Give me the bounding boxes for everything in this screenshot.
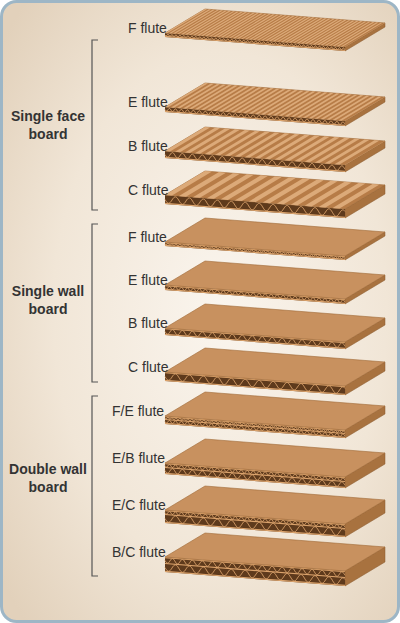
- flute-ridge: [235, 132, 280, 156]
- flute-label: F/E flute: [112, 402, 164, 420]
- flute-ridge: [245, 133, 290, 157]
- sheet-top: [165, 392, 385, 430]
- flute-ridge: [334, 140, 379, 164]
- sheet-top: [165, 171, 385, 209]
- board-sheet: [165, 83, 385, 126]
- board-sheet: [165, 486, 385, 537]
- flute-ridge: [225, 132, 270, 156]
- sheet-top: [165, 348, 385, 386]
- board-sheet: [165, 392, 385, 438]
- sheet-top: [165, 9, 385, 47]
- flute-ridge: [340, 23, 382, 47]
- flute-label: B/C flute: [112, 543, 166, 561]
- sheet-top: [165, 83, 385, 121]
- board-sheet: [165, 171, 385, 218]
- flute-label: E flute: [128, 93, 168, 111]
- flute-ridge: [205, 130, 250, 154]
- flute-ridge: [255, 134, 300, 158]
- flute-label: B flute: [128, 137, 168, 155]
- flute-label: F flute: [128, 19, 167, 37]
- group-label: Single face board: [8, 107, 88, 143]
- flute-ridge: [332, 96, 375, 120]
- flute-ridge: [315, 139, 360, 163]
- sheet-top: [165, 439, 385, 477]
- flute-ridge: [344, 23, 385, 47]
- board-sheet: [165, 533, 385, 586]
- flute-ridge: [265, 135, 310, 159]
- sheet-top: [165, 304, 385, 342]
- flute-label: C flute: [128, 358, 168, 376]
- group-bracket: [92, 224, 98, 382]
- sheet-top: [165, 261, 385, 299]
- flute-ridge: [344, 97, 385, 121]
- flute-ridge: [325, 139, 370, 163]
- flute-ridge: [305, 138, 350, 162]
- flute-label: E flute: [128, 271, 168, 289]
- board-sheet: [165, 439, 385, 488]
- flute-ridge: [338, 96, 381, 120]
- bottom-liner: [165, 473, 345, 487]
- board-sheet: [165, 127, 385, 172]
- group-label: Double wall board: [8, 460, 88, 496]
- group-label: Single wall board: [8, 282, 88, 318]
- sheet-top: [165, 533, 385, 571]
- flute-ridge: [275, 136, 320, 160]
- group-bracket: [92, 40, 98, 210]
- flute-ridge: [175, 128, 220, 152]
- flute-label: E/C flute: [112, 496, 166, 514]
- flute-label: B flute: [128, 314, 168, 332]
- sheet-top: [165, 218, 385, 256]
- board-sheet: [165, 304, 385, 349]
- group-bracket: [92, 396, 98, 576]
- flute-ridge: [185, 129, 230, 153]
- sheet-top: [165, 127, 385, 165]
- board-sheet: [165, 9, 385, 51]
- flute-ridge: [165, 127, 210, 151]
- flute-ridge: [336, 22, 378, 46]
- flute-ridge: [285, 136, 330, 160]
- board-sheet: [165, 261, 385, 304]
- flute-label: E/B flute: [112, 449, 165, 467]
- board-sheet: [165, 348, 385, 395]
- flute-ridge: [344, 141, 385, 165]
- board-sheet: [165, 218, 385, 260]
- sheet-top: [165, 486, 385, 524]
- flute-ridge: [295, 137, 340, 161]
- flute-ridge: [195, 129, 240, 153]
- flute-ridge: [332, 22, 374, 46]
- flute-ridge: [215, 131, 260, 155]
- flute-ridge: [332, 184, 379, 209]
- flute-label: C flute: [128, 181, 168, 199]
- flute-label: F flute: [128, 228, 167, 246]
